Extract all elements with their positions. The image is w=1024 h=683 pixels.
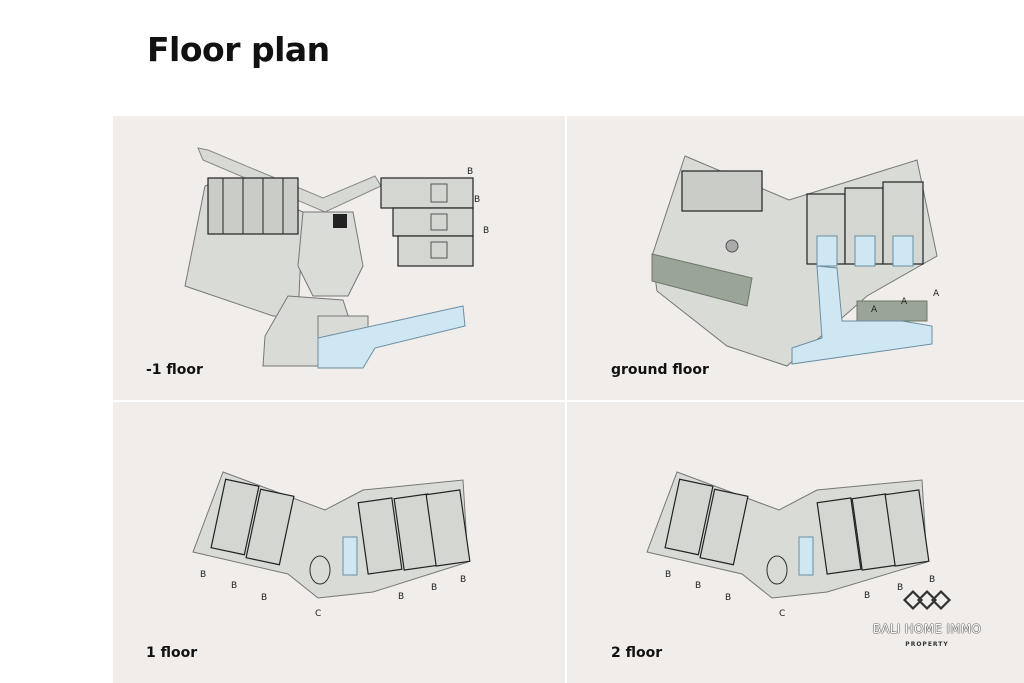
first-plan-drawing: B B B C B B B bbox=[192, 471, 471, 619]
brand-logo: BALI HOME IMMO PROPERTY bbox=[857, 584, 997, 654]
unit-letter: B bbox=[897, 583, 903, 593]
floor-label: -1 floor bbox=[146, 362, 203, 378]
page-title: Floor plan bbox=[147, 30, 330, 69]
basement-plan-drawing: B B B bbox=[184, 147, 489, 369]
unit-letter: A bbox=[871, 305, 878, 315]
logo-mark-icon bbox=[902, 589, 952, 611]
floor-label: 1 floor bbox=[146, 645, 198, 661]
unit-letter: A bbox=[933, 289, 940, 299]
floor-plan-first: B B B C B B B 1 floor bbox=[113, 402, 565, 683]
unit-letter: B bbox=[261, 593, 267, 603]
unit-letter: B bbox=[398, 592, 404, 602]
floor-plan-ground: A A A ground floor bbox=[567, 116, 1024, 400]
unit-letter: B bbox=[431, 583, 437, 593]
unit-letter: B bbox=[695, 581, 701, 591]
unit-letter: B bbox=[467, 167, 473, 177]
unit-letter: B bbox=[231, 581, 237, 591]
floor-plan-basement: B B B -1 floor bbox=[113, 116, 565, 400]
floor-label: ground floor bbox=[611, 362, 709, 378]
unit-letter: B bbox=[474, 195, 480, 205]
ground-plan-drawing: A A A bbox=[651, 155, 940, 367]
unit-letter: B bbox=[460, 575, 466, 585]
floor-plan-second: B B B C B B B 2 floor bbox=[567, 402, 1024, 683]
unit-letter: B bbox=[483, 226, 489, 236]
unit-letter: A bbox=[901, 297, 908, 307]
floor-label: 2 floor bbox=[611, 645, 663, 661]
unit-letter: B bbox=[929, 575, 935, 585]
unit-letter: B bbox=[725, 593, 731, 603]
unit-letter: B bbox=[665, 570, 671, 580]
unit-letter: C bbox=[315, 609, 321, 619]
unit-letter: B bbox=[200, 570, 206, 580]
logo-name: BALI HOME IMMO bbox=[872, 622, 982, 636]
second-plan-drawing: B B B C B B B bbox=[646, 471, 935, 619]
logo-subtitle: PROPERTY bbox=[905, 641, 949, 648]
unit-letter: C bbox=[779, 609, 785, 619]
unit-letter: B bbox=[864, 591, 870, 601]
